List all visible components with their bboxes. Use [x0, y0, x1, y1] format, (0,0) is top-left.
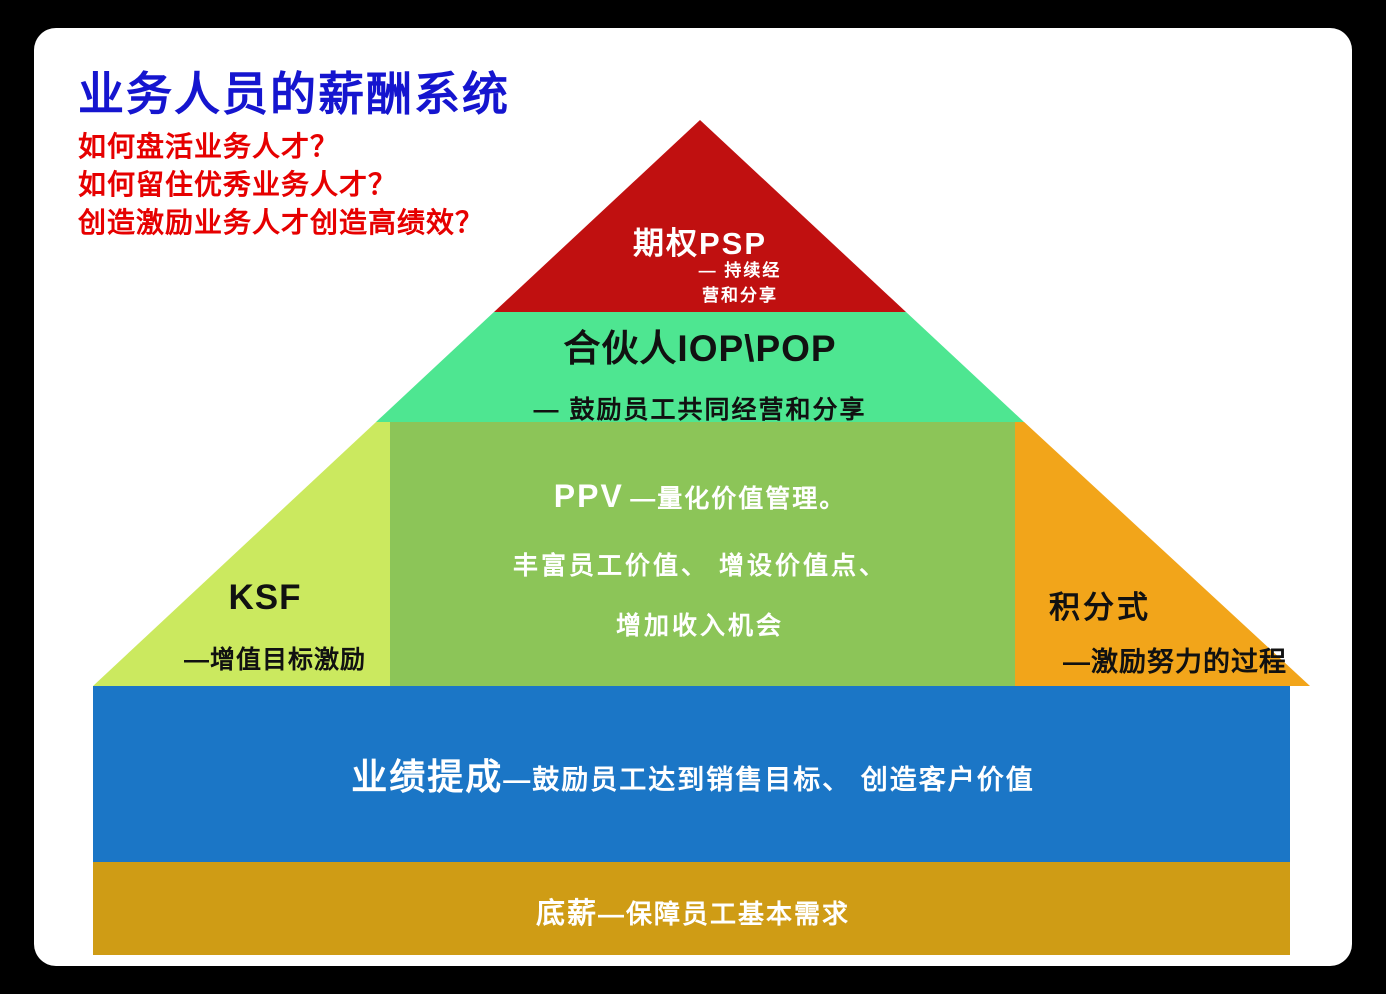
ksf-desc: —增值目标激励 [183, 646, 366, 674]
psp-title: 期权PSP [632, 226, 768, 261]
iop-trapezoid [376, 312, 1024, 422]
ksf-title: KSF [228, 578, 302, 617]
question-line: 创造激励业务人才创造高绩效？ [78, 207, 485, 238]
ppv-desc1: —量化价值管理。 [630, 485, 847, 513]
commission-title: 业绩提成 [351, 756, 504, 797]
psp-desc: — 持续经 营和分享 [640, 258, 840, 308]
points-title: 积分式 [1049, 590, 1151, 625]
iop-title: 合伙人IOP\POP [563, 328, 837, 369]
page-title: 业务人员的薪酬系统 [78, 68, 510, 120]
question-line: 如何留住优秀业务人才？ [78, 169, 398, 200]
ppv-desc3: 增加收入机会 [615, 612, 784, 640]
psp-desc-line1: — 持续经 [698, 261, 782, 280]
base-salary-bar [93, 862, 1290, 955]
commission-desc: —鼓励员工达到销售目标、 创造客户价值 [503, 765, 1035, 795]
psp-desc-line2: 营和分享 [702, 286, 778, 305]
ppv-title-line: PPV —量化价值管理。 [420, 478, 980, 515]
base-salary-label: 底薪—保障员工基本需求 [143, 890, 1243, 932]
base-salary-title: 底薪 [535, 898, 598, 930]
ppv-title: PPV [553, 478, 624, 514]
question-list: 如何盘活业务人才？ 如何留住优秀业务人才？ 创造激励业务人才创造高绩效？ [78, 128, 484, 242]
iop-desc: — 鼓励员工共同经营和分享 [533, 396, 867, 424]
question-line: 如何盘活业务人才？ [78, 131, 340, 162]
ppv-rectangle [390, 422, 1015, 686]
base-salary-desc: —保障员工基本需求 [598, 899, 851, 929]
ppv-desc2: 丰富员工价值、 增设价值点、 [513, 552, 887, 580]
points-desc: —激励努力的过程 [1063, 647, 1287, 677]
commission-bar [93, 686, 1290, 862]
commission-label: 业绩提成—鼓励员工达到销售目标、 创造客户价值 [143, 748, 1243, 800]
